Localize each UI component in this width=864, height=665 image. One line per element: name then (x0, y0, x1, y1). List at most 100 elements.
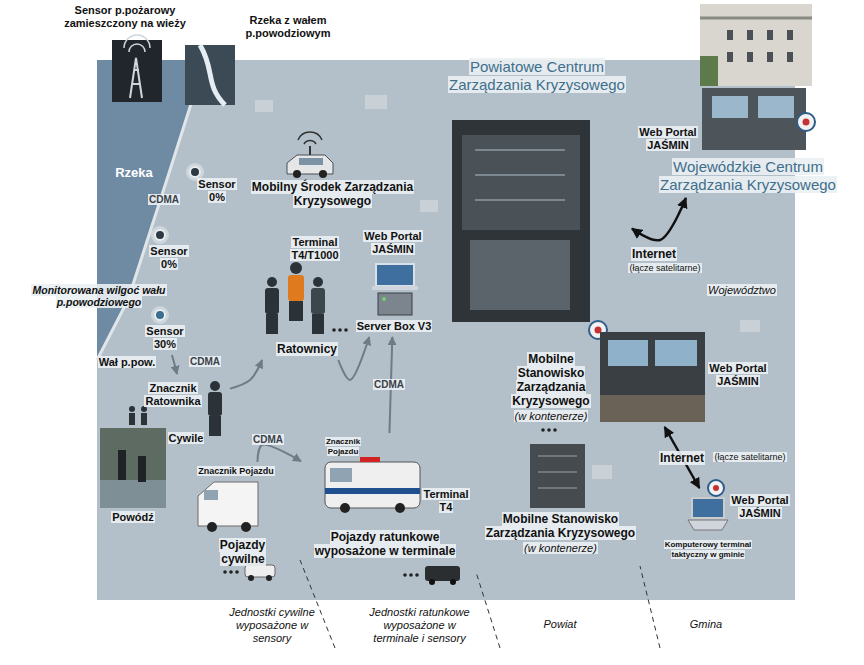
text-holder: Terminal T4/T1000 (286, 236, 344, 262)
monitor (655, 340, 697, 366)
connector-arrow (632, 198, 686, 240)
node-text: Terminal T4 (422, 488, 469, 513)
tower (130, 58, 142, 98)
crisis-car (287, 155, 333, 174)
node-text: Mobilne Stanowisko Zarządzania Kryzysowe… (485, 512, 636, 540)
label-holder: Jednostki cywilne wyposażone w sensory (222, 606, 322, 645)
figure-node: Mobilny Środek Zarządzania Kryzysowego (246, 134, 419, 212)
text-holder: Powiatowe Centrum Zarządzania Kryzysoweg… (446, 58, 628, 94)
ellipsis-dot (553, 428, 557, 432)
sensor-halo (151, 226, 169, 244)
node-text: Mobilny Środek Zarządzania Kryzysowego (251, 180, 414, 208)
sensor-dot (190, 167, 200, 177)
connector-arrow (257, 445, 301, 462)
text-holder: Komputerowy terminal taktyczny w gminie (652, 540, 764, 560)
label-text: Wał p.pow. (98, 356, 157, 368)
laptop-base (688, 520, 728, 530)
map-building (365, 95, 387, 109)
text-holder: Server Box V3 (352, 320, 436, 333)
flood-water (100, 480, 166, 508)
container-ribs (538, 456, 577, 488)
car-window (299, 158, 323, 165)
label-text: Monitorowana wilgoć wału p.powodziowego (31, 284, 166, 308)
node-text: Pojazdy cywilne (219, 538, 266, 566)
text-holder: Mobilny Środek Zarządzania Kryzysowego (250, 180, 415, 208)
radio-waves (124, 35, 150, 52)
figure-node: Znacznik PojazduPojazdy cywilne (192, 462, 294, 570)
label-text: (łącze satelitarne) (628, 263, 701, 273)
figure-node: Sensor 0% (142, 225, 196, 275)
edge-label-holder: CDMA (373, 379, 405, 391)
figure-node: Znacznik PojazduTerminal T4 Pojazdy ratun… (301, 433, 474, 562)
ellipsis-dot (409, 573, 413, 577)
text-holder: Mobilne Stanowisko Zarządzania Kryzysowe… (478, 512, 643, 540)
figure-node: Powiatowe Centrum Zarządzania Kryzysoweg… (442, 54, 632, 326)
label-holder: Jednostki ratunkowe wyposażone w termina… (362, 606, 477, 645)
emergency-light (360, 457, 380, 462)
node-text: Znacznik Pojazdu (325, 437, 361, 456)
badge-core (713, 485, 719, 491)
node-text: Wojewódzkie Centrum Zarządzania Kryzysow… (659, 158, 837, 193)
text-holder: (w kontenerze) (505, 410, 597, 423)
edge-label: CDMA (373, 379, 405, 390)
map-building (420, 200, 438, 212)
label-holder: (łącze satelitarne) (620, 263, 710, 274)
ellipsis-dot (403, 573, 407, 577)
node-text: Znacznik Ratownika (144, 382, 201, 407)
figure-node: Web Portal JAŚMIN Wojewódzkie Centrum Zar… (634, 0, 860, 198)
label-text: Jednostki cywilne wyposażone w sensory (229, 606, 315, 644)
wheel (429, 579, 435, 585)
label-holder: Wał p.pow. (96, 356, 158, 369)
label-text: Województwo (707, 284, 777, 296)
antenna (309, 146, 311, 155)
zone-divider (476, 572, 500, 648)
ellipsis-dot (223, 570, 227, 574)
text-holder: Znacznik Pojazdu (196, 466, 276, 477)
container-wall (462, 135, 580, 230)
person-legs (312, 314, 324, 334)
county-center-photo (452, 120, 590, 322)
sensor-dot (155, 310, 165, 320)
container-photo (530, 444, 585, 508)
person-legs (289, 301, 303, 321)
node-text: Powiatowe Centrum Zarządzania Kryzysoweg… (448, 58, 626, 93)
zone-divider (640, 566, 660, 648)
person-head (290, 262, 302, 274)
zone-divider (300, 560, 335, 648)
label-text: Rzeka z wałem p.powodziowym (246, 14, 331, 39)
wheel (241, 522, 251, 532)
figure-node: Web Portal JAŚMIN Server Box V3 (348, 226, 440, 337)
text-holder: Sensor 0% (146, 245, 192, 271)
flood-person (138, 456, 146, 482)
monitor (608, 340, 648, 366)
text-holder: Web Portal JAŚMIN (638, 126, 698, 152)
node-text: Web Portal JAŚMIN (638, 126, 697, 151)
person-head (129, 406, 135, 412)
text-holder: Pojazdy ratunkowe wyposażone w terminale (305, 530, 465, 558)
person-body (129, 413, 135, 425)
person-head (313, 277, 323, 287)
sensor-halo (151, 306, 169, 324)
container-wall (470, 240, 570, 310)
ellipsis-dot (332, 328, 336, 332)
label-holder: Województwo (700, 284, 784, 297)
label-text: (łącze satelitarne) (713, 452, 786, 462)
node-text: (w kontenerze) (523, 542, 598, 554)
node-text: Web Portal JAŚMIN (363, 230, 422, 255)
laptop-base (372, 286, 418, 290)
text-holder: Znacznik Pojazdu (318, 437, 368, 457)
text-holder: Ratownicy (272, 342, 342, 356)
label-holder: Rzeka (104, 165, 164, 180)
node-text: Ratownicy (276, 342, 338, 356)
monitor (712, 96, 748, 118)
figure-node: Mobilne Stanowisko Zarządzania Kryzysowe… (474, 436, 647, 559)
wheel (450, 579, 456, 585)
voivodeship-building (700, 4, 812, 86)
civil-car (245, 565, 275, 577)
person-head (267, 277, 277, 287)
ellipsis-dot (338, 328, 342, 332)
text-holder: Sensor 0% (194, 178, 240, 204)
node-text: Sensor 0% (197, 178, 236, 203)
node-text: Komputerowy terminal taktyczny w gminie (664, 540, 753, 559)
